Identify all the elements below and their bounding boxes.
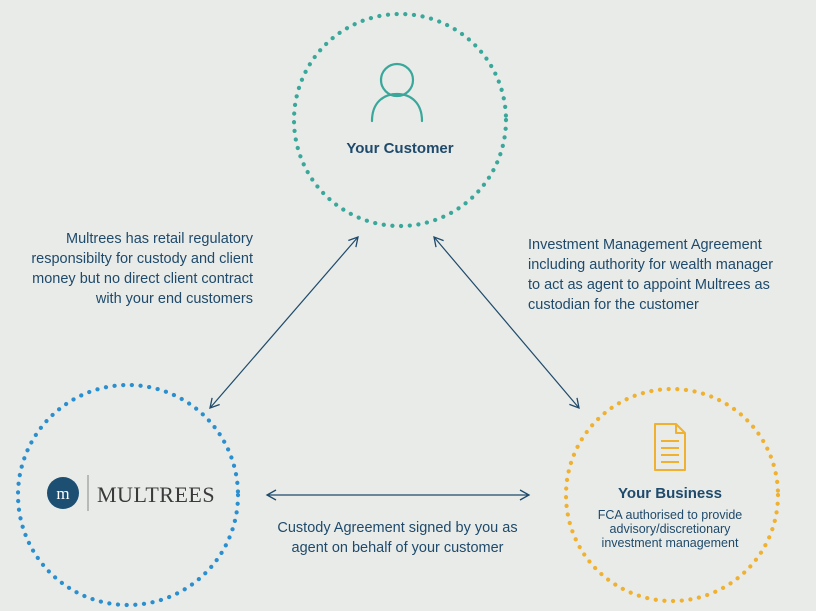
business-ring xyxy=(563,386,781,604)
multrees-customer-text: Multrees has retail regulatory responsib… xyxy=(0,229,253,309)
multrees-ring xyxy=(15,382,241,608)
multrees-business-text: Custody Agreement signed by you as agent… xyxy=(255,518,540,558)
text-line: responsibilty for custody and client xyxy=(31,251,253,267)
text-line: money but no direct client contract xyxy=(32,271,253,287)
text-line: including authority for wealth manager xyxy=(528,257,774,273)
arrow-business-customer xyxy=(433,235,580,410)
document-icon xyxy=(654,423,686,471)
business-description: FCA authorised to provide advisory/discr… xyxy=(575,508,765,550)
text-line: to act as agent to appoint Multrees as xyxy=(528,277,770,293)
business-description-line: advisory/discretionary xyxy=(609,522,731,536)
business-customer-text: Investment Management Agreement includin… xyxy=(528,235,816,315)
multrees-logo-text: MULTREES xyxy=(97,482,216,507)
text-line: Multrees has retail regulatory xyxy=(66,231,253,247)
person-icon xyxy=(370,62,424,123)
multrees-logo-badge xyxy=(47,477,79,509)
text-line: custodian for the customer xyxy=(528,297,699,313)
business-description-line: FCA authorised to provide xyxy=(597,508,743,522)
text-line: Custody Agreement signed by you as xyxy=(277,520,518,536)
text-line: Investment Management Agreement xyxy=(528,237,762,253)
text-line: with your end customers xyxy=(95,291,253,307)
arrow-multrees-customer xyxy=(209,235,359,410)
customer-ring xyxy=(291,11,509,229)
customer-label: Your Customer xyxy=(346,140,454,157)
business-title: Your Business xyxy=(618,485,722,502)
text-line: agent on behalf of your customer xyxy=(291,540,504,556)
business-description-line: investment management xyxy=(601,536,739,550)
multrees-logo-letter: m xyxy=(56,484,69,503)
